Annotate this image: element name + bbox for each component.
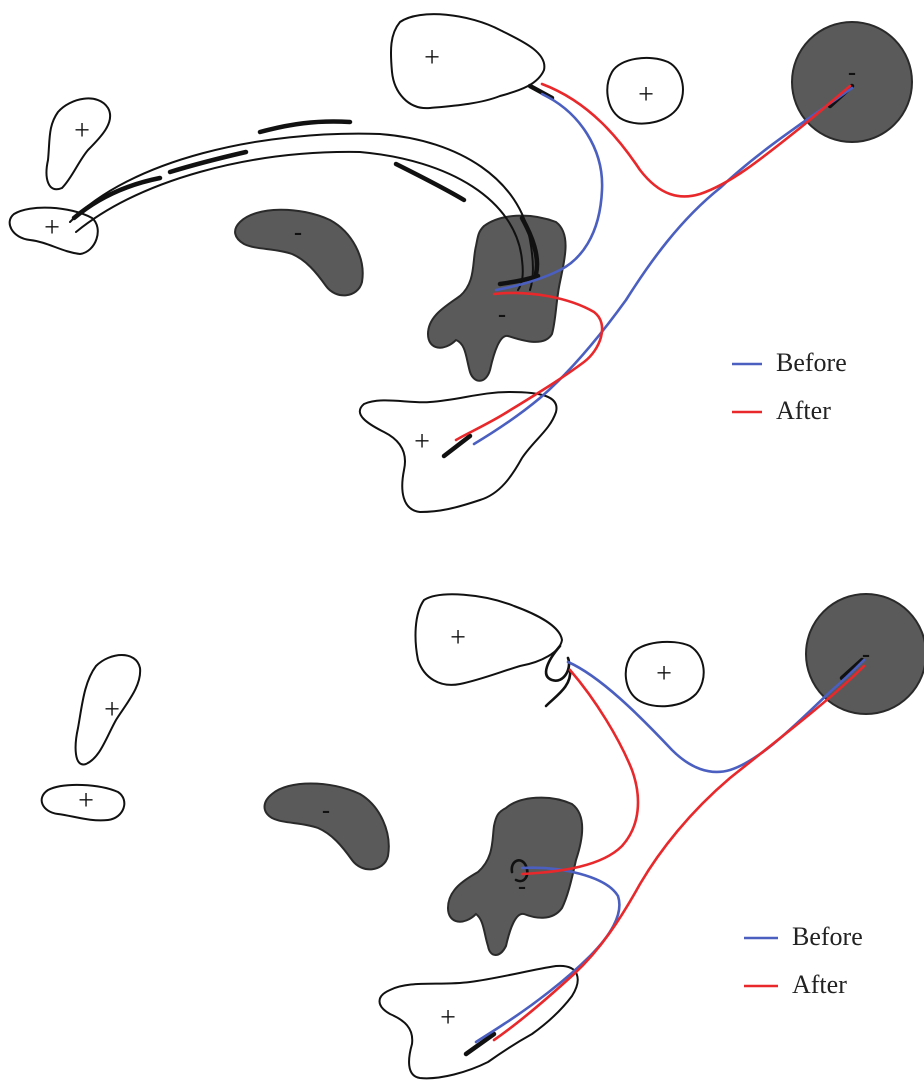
legend-before-label: Before — [792, 922, 863, 951]
legend-after-label: After — [792, 970, 847, 999]
positive-sign: + — [74, 115, 90, 146]
legend-bottom: Before After — [744, 922, 863, 999]
positive-sign: + — [656, 658, 672, 689]
negative-region-bottom-banana — [265, 784, 389, 870]
positive-sign: + — [104, 694, 120, 725]
negative-sign: - — [294, 220, 302, 246]
positive-region-bottom-upper — [416, 594, 562, 685]
panel-top: + + + + + - - - — [10, 14, 912, 512]
positive-sign: + — [424, 42, 440, 73]
legend-top: Before After — [732, 348, 847, 425]
positive-sign: + — [414, 426, 430, 457]
chain-segment — [74, 178, 160, 218]
negative-sign: - — [862, 642, 870, 668]
negative-sign: - — [498, 302, 506, 328]
chain-segment — [396, 164, 464, 200]
positive-sign: + — [440, 1002, 456, 1033]
positive-sign: + — [78, 785, 94, 816]
positive-sign: + — [638, 79, 654, 110]
negative-sign: - — [322, 798, 330, 824]
positive-sign: + — [450, 622, 466, 653]
positive-region-top-upper — [391, 14, 544, 108]
negative-region-top-center — [428, 216, 566, 381]
legend-before-label: Before — [776, 348, 847, 377]
negative-region-bottom-center — [448, 798, 582, 955]
positive-sign: + — [44, 212, 60, 243]
positive-region-bottom-bottom — [380, 966, 578, 1078]
negative-sign: - — [848, 60, 856, 86]
panel-bottom: + + + + + - - - Before After — [42, 594, 924, 1078]
legend-after-label: After — [776, 396, 831, 425]
chain-segment — [260, 121, 350, 132]
